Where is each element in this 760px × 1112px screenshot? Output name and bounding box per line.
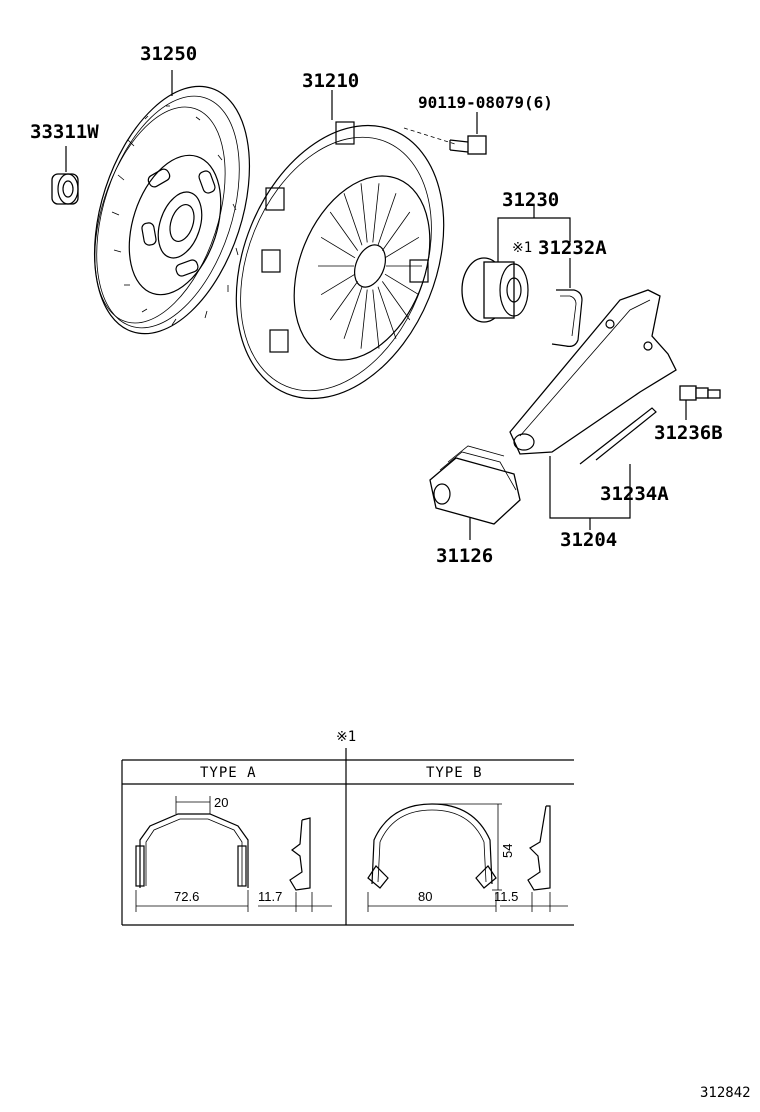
type-b-dim-side: 11.5: [494, 889, 518, 904]
type-a-clip-drawing: [135, 796, 332, 912]
label-31250: 31250: [140, 43, 197, 65]
label-31234A: 31234A: [600, 483, 669, 505]
pilot-bearing-drawing: [51, 146, 79, 205]
label-31204: 31204: [560, 529, 617, 551]
clutch-cover-drawing: [235, 90, 445, 400]
pivot-drawing: [679, 385, 721, 420]
label-31210: 31210: [302, 70, 359, 92]
release-fork-drawing: [509, 289, 677, 530]
clip-drawing: [551, 258, 583, 347]
type-b-dim-height: 54: [500, 844, 515, 858]
label-31230: 31230: [502, 189, 559, 211]
type-a-dim-width: 72.6: [174, 889, 199, 904]
note-mark-1: ※1: [512, 240, 532, 256]
type-b-clip-drawing: [367, 803, 568, 912]
clip-type-table: ※1 TYPE A TYPE B 20 72.6 11.7: [121, 729, 574, 926]
diagram-id: 312842: [700, 1085, 751, 1101]
label-90119-08079: 90119-08079(6): [418, 93, 553, 112]
table-note-mark: ※1: [336, 729, 356, 745]
type-a-dim-side: 11.7: [258, 889, 282, 904]
release-bearing-drawing: [461, 205, 571, 323]
type-a-header: TYPE A: [200, 765, 257, 781]
type-b-header: TYPE B: [426, 765, 483, 781]
label-31232A: 31232A: [538, 237, 607, 259]
clutch-disc-drawing: [93, 70, 251, 335]
type-b-dim-width: 80: [418, 889, 432, 904]
label-33311W: 33311W: [30, 121, 99, 143]
label-31236B: 31236B: [654, 422, 723, 444]
boot-drawing: [429, 445, 521, 540]
bolt-drawing: [403, 112, 487, 155]
type-a-dim-top: 20: [214, 795, 228, 810]
label-31126: 31126: [436, 545, 493, 567]
